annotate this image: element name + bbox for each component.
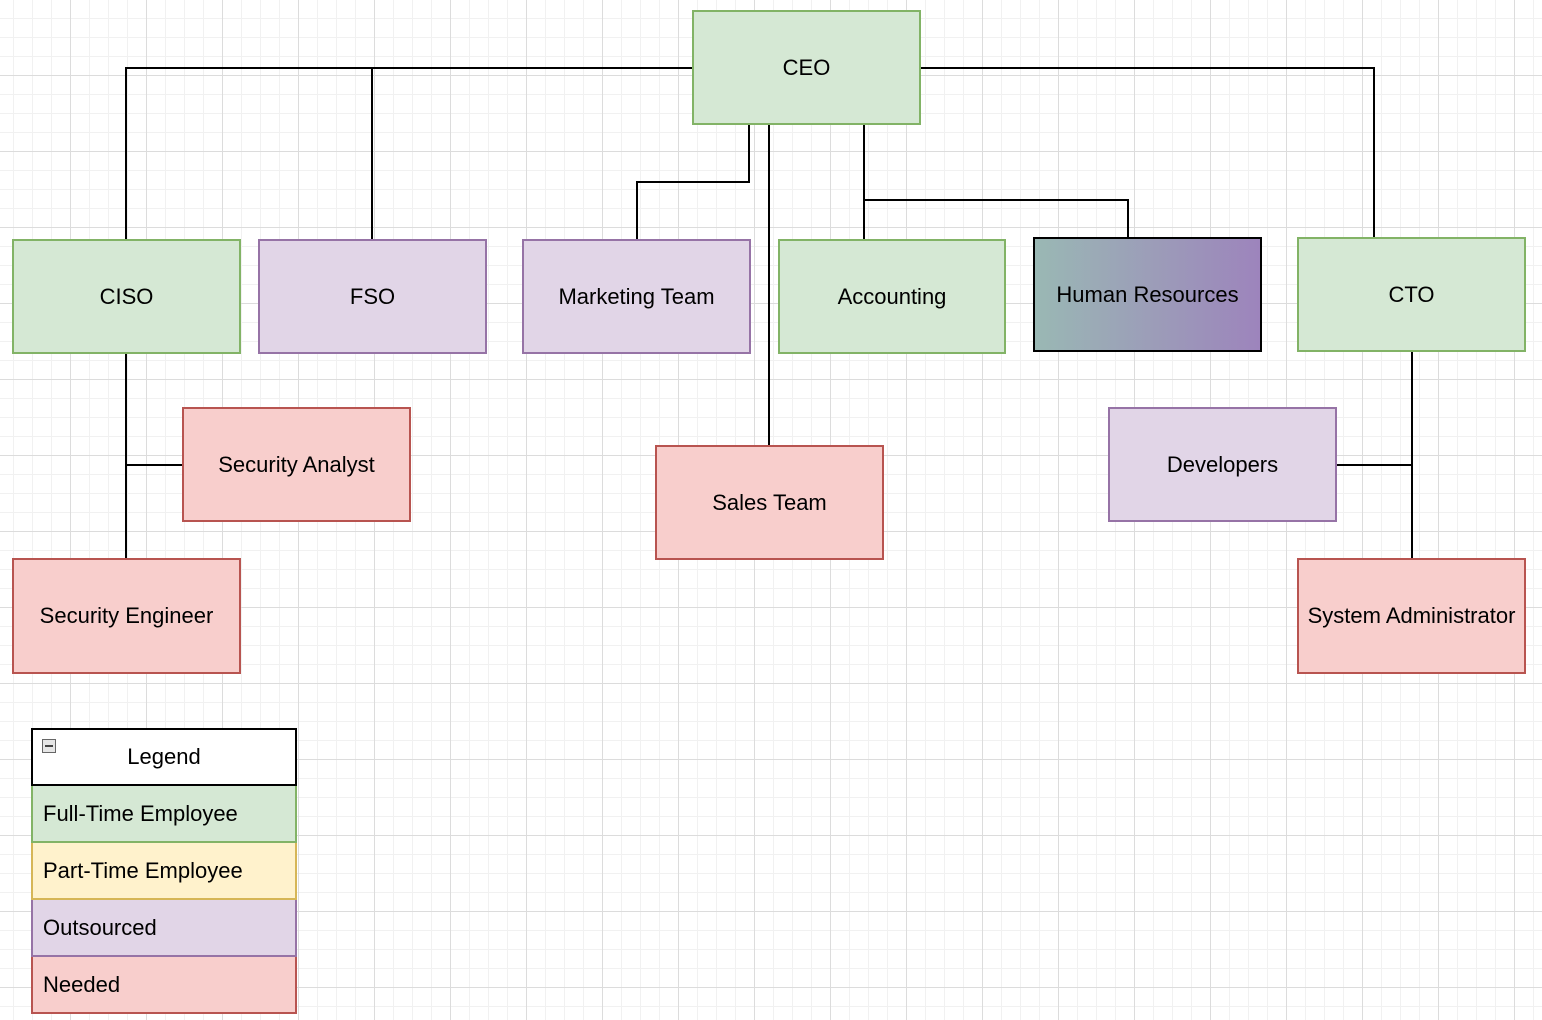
- node-security-engineer[interactable]: Security Engineer: [12, 558, 241, 674]
- legend-item-part-time[interactable]: Part-Time Employee: [31, 843, 297, 900]
- legend-item-needed[interactable]: Needed: [31, 957, 297, 1014]
- node-system-administrator[interactable]: System Administrator: [1297, 558, 1526, 674]
- legend-item-full-time[interactable]: Full-Time Employee: [31, 786, 297, 843]
- node-security-analyst[interactable]: Security Analyst: [182, 407, 411, 522]
- connector-ceo-hr: [864, 199, 1129, 238]
- node-sales-team[interactable]: Sales Team: [655, 445, 884, 560]
- legend-header: Legend: [31, 728, 297, 786]
- node-accounting[interactable]: Accounting: [778, 239, 1006, 354]
- node-marketing-team[interactable]: Marketing Team: [522, 239, 751, 354]
- node-ceo[interactable]: CEO: [692, 10, 921, 125]
- node-fso[interactable]: FSO: [258, 239, 487, 354]
- legend-title: Legend: [127, 744, 201, 769]
- node-human-resources[interactable]: Human Resources: [1033, 237, 1262, 352]
- connector-ceo-cto: [920, 67, 1375, 238]
- connector-ceo-ciso: [125, 67, 693, 240]
- legend[interactable]: Legend Full-Time Employee Part-Time Empl…: [31, 728, 297, 1014]
- connector-ceo-marketing: [636, 124, 750, 240]
- node-ciso[interactable]: CISO: [12, 239, 241, 354]
- collapse-icon[interactable]: [42, 739, 56, 753]
- node-cto[interactable]: CTO: [1297, 237, 1526, 352]
- node-developers[interactable]: Developers: [1108, 407, 1337, 522]
- legend-item-outsourced[interactable]: Outsourced: [31, 900, 297, 957]
